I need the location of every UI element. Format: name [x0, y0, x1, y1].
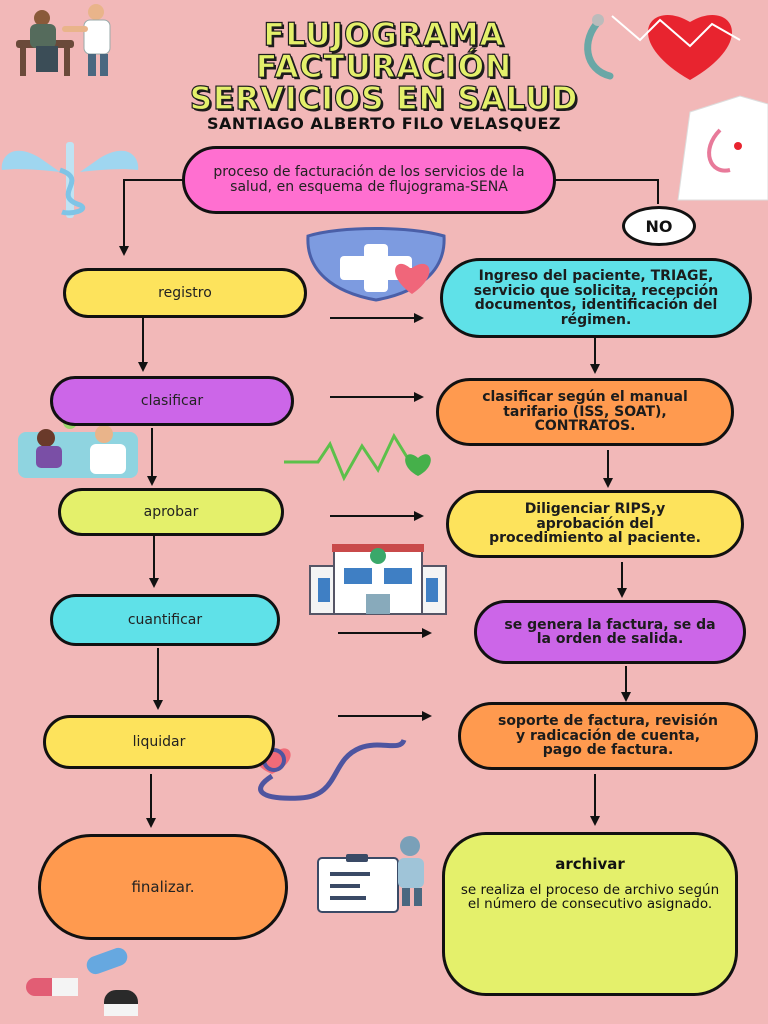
detail-ingreso-label: Ingreso del paciente, TRIAGE, servicio q…	[473, 268, 719, 328]
step-aprobar-label: aprobar	[143, 503, 199, 520]
step-cuantificar-label: cuantificar	[127, 611, 203, 628]
step-aprobar: aprobar	[58, 488, 284, 536]
medical-shield-icon	[306, 227, 446, 302]
start-node-label: proceso de facturación de los servicios …	[213, 164, 525, 195]
detail-soporte-label: soporte de factura, revisión y radicació…	[497, 713, 719, 759]
arrow-start-to-no	[552, 179, 659, 204]
title-line-1: FLUJOGRAMA	[263, 17, 505, 53]
title-line-3: SERVICIOS EN SALUD	[189, 81, 579, 117]
detail-clasificar: clasificar según el manual tarifario (IS…	[436, 378, 734, 446]
detail-factura: se genera la factura, se da la orden de …	[474, 600, 746, 664]
pills-icon	[26, 947, 138, 1016]
archive-title: archivar	[555, 855, 625, 873]
consultation-icon	[18, 415, 138, 478]
detail-factura-label: se genera la factura, se da la orden de …	[504, 616, 716, 647]
detail-soporte: soporte de factura, revisión y radicació…	[458, 702, 758, 770]
doctor-patient-icon	[16, 4, 111, 76]
detail-rips-label: Diligenciar RIPS,y aprobación del proced…	[489, 501, 701, 547]
caduceus-icon	[1, 142, 139, 218]
step-liquidar: liquidar	[43, 715, 275, 769]
arrow-start-to-registro	[119, 179, 188, 256]
step-finalizar-label: finalizar.	[131, 877, 195, 896]
stethoscope-heart-icon	[584, 14, 741, 80]
detail-rips: Diligenciar RIPS,y aprobación del proced…	[446, 490, 744, 558]
archive-text: se realiza el proceso de archivo según e…	[460, 882, 720, 912]
author-name: SANTIAGO ALBERTO FILO VELASQUEZ	[207, 114, 561, 133]
step-clasificar-label: clasificar	[140, 392, 204, 409]
step-registro: registro	[63, 268, 307, 318]
step-registro-label: registro	[158, 284, 212, 301]
detail-clasificar-label: clasificar según el manual tarifario (IS…	[482, 389, 688, 435]
hospital-building-icon	[309, 544, 447, 615]
step-cuantificar: cuantificar	[50, 594, 280, 646]
detail-ingreso: Ingreso del paciente, TRIAGE, servicio q…	[440, 258, 752, 338]
no-decision-label: NO	[622, 206, 696, 246]
archive-node: archivar se realiza el proceso de archiv…	[442, 832, 738, 996]
step-liquidar-label: liquidar	[132, 733, 186, 750]
step-clasificar: clasificar	[50, 376, 294, 426]
medical-report-icon	[317, 836, 424, 913]
title-line-2: FACTURACIÓN	[255, 49, 513, 85]
step-finalizar: finalizar.	[38, 834, 288, 940]
doctor-coat-icon	[677, 95, 768, 201]
heartbeat-line-icon	[284, 432, 431, 482]
stethoscope-icon	[254, 738, 407, 801]
start-node: proceso de facturación de los servicios …	[182, 146, 556, 214]
